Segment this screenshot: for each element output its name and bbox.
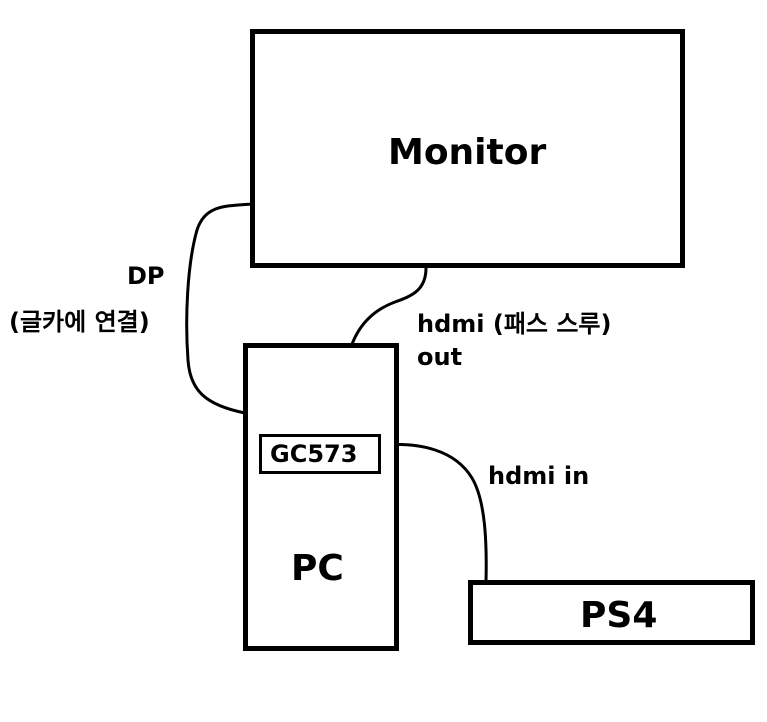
hdmi-in-label: hdmi in	[488, 462, 590, 490]
capture-card-label: GC573	[270, 440, 358, 468]
dp-cable	[185, 202, 253, 415]
monitor-box: Monitor	[250, 29, 685, 268]
hdmi-in-cable	[380, 442, 488, 583]
capture-card-box: GC573	[259, 434, 381, 474]
pc-box: PC	[243, 343, 399, 651]
ps4-box: PS4	[468, 580, 755, 645]
dp-label: DP	[127, 262, 165, 290]
pc-label: PC	[291, 548, 344, 589]
hdmi-out-label: hdmi (패스 스루)	[417, 310, 612, 338]
hdmi-out-sublabel: out	[417, 343, 463, 371]
dp-sublabel: (글카에 연결)	[9, 308, 150, 336]
monitor-label: Monitor	[388, 132, 547, 173]
ps4-label: PS4	[580, 595, 658, 636]
